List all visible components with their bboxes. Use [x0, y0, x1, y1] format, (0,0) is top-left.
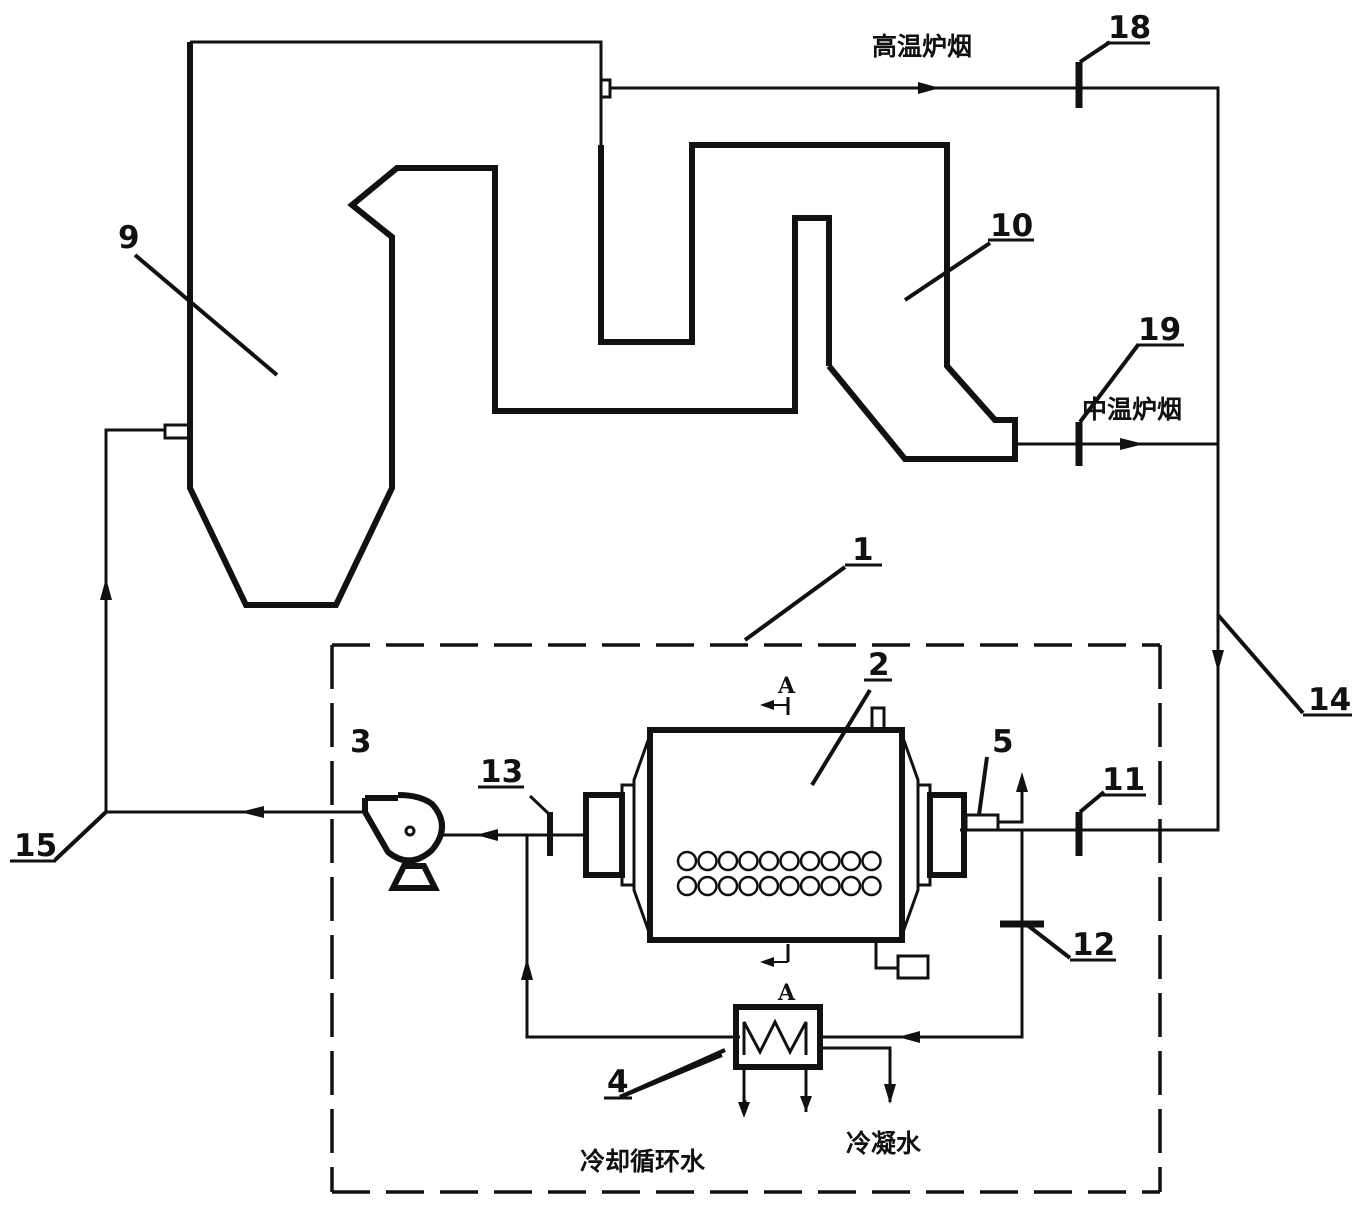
flow-arrow — [898, 1031, 920, 1043]
label-10: 10 — [990, 208, 1033, 244]
label-9: 9 — [118, 220, 140, 256]
flow-arrow — [521, 958, 533, 980]
drum-hole — [697, 875, 718, 897]
label-15: 15 — [14, 828, 57, 864]
high-temp-flue-gas-label: 高温炉烟 — [872, 32, 972, 61]
label-1: 1 — [852, 532, 874, 568]
drum-hole — [779, 850, 800, 872]
section-mark-bottom: A — [777, 980, 796, 1006]
boiler-inlet-nozzle — [163, 423, 191, 440]
label-19: 19 — [1138, 312, 1181, 348]
drum-hole — [758, 850, 780, 872]
section-arrow — [760, 957, 774, 967]
label-14: 14 — [1308, 682, 1351, 718]
flow-arrow — [800, 1096, 812, 1112]
label-5: 5 — [992, 724, 1014, 760]
drum-hole — [779, 875, 800, 897]
drum-hole — [738, 875, 759, 897]
flow-arrow — [1016, 772, 1028, 792]
part-5 — [964, 772, 1028, 832]
drum-hole — [697, 850, 718, 872]
condensate-water-label: 冷凝水 — [846, 1129, 922, 1158]
mid-temp-flue-gas-label: 中温炉烟 — [1082, 395, 1182, 424]
flow-arrow — [476, 829, 498, 841]
drum-hole — [799, 875, 821, 897]
drum-hole — [758, 875, 780, 897]
system-boundary — [330, 643, 1162, 1194]
cooling-circulating-water-label: 冷却循环水 — [580, 1147, 706, 1176]
fan — [362, 792, 586, 891]
section-mark-top: A — [777, 673, 796, 699]
section-arrow — [760, 700, 774, 710]
pipe-14 — [960, 88, 1224, 856]
drum-hole — [717, 850, 739, 872]
drum-holes — [676, 850, 882, 897]
drum-hole — [840, 850, 862, 872]
boiler — [163, 40, 1018, 608]
label-11: 11 — [1102, 762, 1145, 798]
flow-arrow — [1120, 438, 1144, 450]
flow-arrow — [1212, 650, 1224, 672]
drum-hole — [861, 850, 882, 872]
drum-hole — [840, 875, 862, 897]
condenser-loop — [521, 830, 1044, 1118]
drum-hole — [820, 875, 841, 897]
leader-lines — [53, 40, 1305, 1113]
text-labels: 高温炉烟 中温炉烟 冷却循环水 冷凝水 A A — [580, 32, 1182, 1176]
pipe-15 — [100, 428, 365, 818]
flow-arrow — [918, 82, 940, 94]
drum-hole — [676, 850, 698, 872]
label-3: 3 — [350, 724, 372, 760]
drum-hole — [717, 875, 739, 897]
flow-arrow — [100, 578, 112, 600]
drum-hole — [676, 875, 698, 897]
label-2: 2 — [868, 647, 890, 683]
dryer-drum — [583, 697, 967, 980]
flow-arrow — [240, 806, 264, 818]
flow-arrow — [884, 1084, 896, 1104]
label-18: 18 — [1108, 10, 1151, 46]
label-12: 12 — [1072, 927, 1115, 963]
drum-hole — [799, 850, 821, 872]
number-labels: 9 10 1 2 3 4 5 11 12 13 14 15 18 19 — [10, 10, 1352, 1100]
high-temp-inlet-nozzle — [599, 78, 612, 99]
label-13: 13 — [480, 754, 523, 790]
drum-hole — [820, 850, 841, 872]
mid-temp-flue-gas-line — [1015, 422, 1218, 466]
label-4: 4 — [607, 1064, 629, 1100]
drum-hole — [861, 875, 882, 897]
drum-hole — [738, 850, 759, 872]
